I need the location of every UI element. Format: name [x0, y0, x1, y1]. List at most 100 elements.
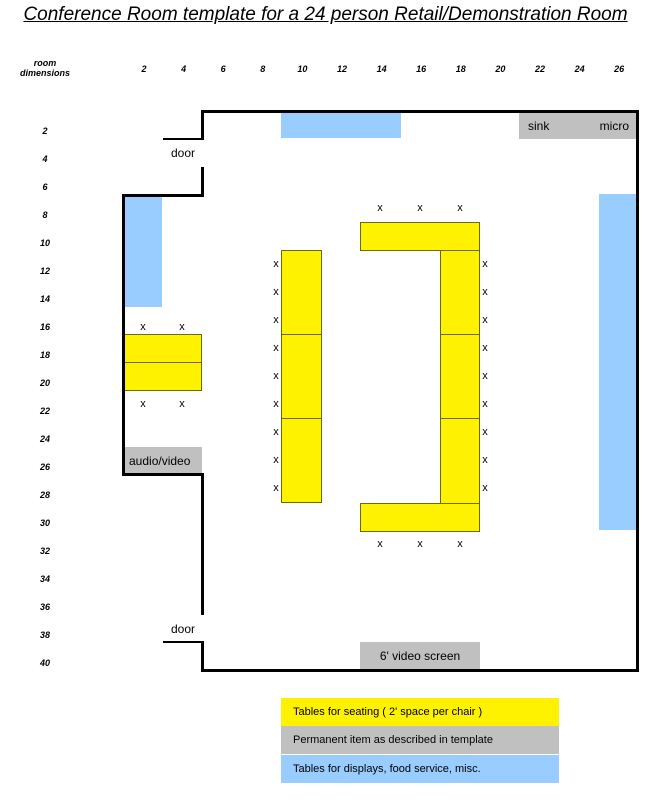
door-label-top: door — [171, 146, 196, 160]
legend-permanent: Permanent item as described in template — [281, 726, 559, 754]
seating-table — [440, 334, 480, 419]
column-label: 12 — [336, 64, 347, 74]
row-label: 26 — [39, 462, 50, 472]
wall-segment — [201, 473, 204, 615]
chair-marker: x — [482, 286, 488, 298]
wall-segment — [122, 473, 204, 476]
chair-marker: x — [417, 202, 423, 214]
chair-marker: x — [179, 321, 185, 333]
legend-seating: Tables for seating ( 2' space per chair … — [281, 698, 559, 726]
seating-table — [123, 362, 202, 391]
row-label: 36 — [39, 602, 50, 612]
chair-marker: x — [273, 370, 279, 382]
seating-table — [440, 250, 480, 335]
wall-right — [636, 110, 639, 672]
wall-segment — [201, 167, 204, 196]
row-label: 16 — [39, 322, 50, 332]
seating-table — [440, 418, 480, 504]
row-label: 30 — [39, 518, 50, 528]
chair-marker: x — [482, 370, 488, 382]
row-label: 34 — [39, 574, 50, 584]
column-label: 24 — [574, 64, 585, 74]
chair-marker: x — [273, 258, 279, 270]
chair-marker: x — [140, 398, 146, 410]
chair-marker: x — [273, 454, 279, 466]
chair-marker: x — [417, 538, 423, 550]
legend-displays: Tables for displays, food service, misc. — [281, 755, 559, 783]
row-label: 14 — [39, 294, 50, 304]
sink-micro-counter: sink micro — [519, 112, 637, 139]
micro-label: micro — [599, 118, 629, 133]
column-label: 16 — [416, 64, 427, 74]
wall-segment — [201, 110, 204, 140]
chair-marker: x — [482, 454, 488, 466]
seating-table — [360, 503, 480, 532]
row-label: 12 — [39, 266, 50, 276]
seating-table — [281, 418, 322, 503]
chair-marker: x — [273, 286, 279, 298]
row-label: 18 — [39, 350, 50, 360]
chair-marker: x — [457, 538, 463, 550]
door-label-bottom: door — [171, 622, 196, 636]
column-label: 18 — [455, 64, 466, 74]
row-label: 20 — [39, 378, 50, 388]
display-table-left — [124, 196, 162, 307]
audio-video-cabinet: audio/video — [124, 447, 202, 474]
display-table-right — [599, 194, 637, 530]
chair-marker: x — [179, 398, 185, 410]
chair-marker: x — [377, 202, 383, 214]
title-emphasis: Retail/Demonstration Room — [394, 4, 628, 25]
chair-marker: x — [273, 398, 279, 410]
row-label: 8 — [42, 210, 48, 220]
row-label: 2 — [42, 126, 48, 136]
sink-label: sink — [528, 118, 550, 133]
column-label: 20 — [495, 64, 506, 74]
video-screen: 6' video screen — [360, 642, 480, 670]
chair-marker: x — [273, 482, 279, 494]
display-table-top — [281, 111, 401, 138]
column-label: 8 — [260, 64, 266, 74]
door-jamb — [163, 138, 203, 140]
wall-segment — [201, 641, 204, 672]
column-label: 26 — [614, 64, 625, 74]
chair-marker: x — [377, 538, 383, 550]
row-label: 28 — [39, 490, 50, 500]
wall-bottom — [202, 669, 639, 672]
chair-marker: x — [273, 426, 279, 438]
column-label: 10 — [297, 64, 308, 74]
chair-marker: x — [140, 321, 146, 333]
door-jamb — [163, 641, 203, 643]
row-label: 24 — [39, 434, 50, 444]
wall-left — [122, 194, 125, 475]
chair-marker: x — [482, 426, 488, 438]
chair-marker: x — [482, 314, 488, 326]
chair-marker: x — [482, 482, 488, 494]
corner-label-2: dimensions — [19, 68, 70, 78]
chair-marker: x — [482, 342, 488, 354]
corner-label-1: room — [33, 58, 57, 68]
wall-segment — [122, 194, 204, 197]
row-label: 22 — [39, 406, 50, 416]
seating-table — [360, 222, 480, 251]
chair-marker: x — [482, 258, 488, 270]
row-label: 6 — [42, 182, 48, 192]
title-text: Conference Room template for a 24 person — [23, 4, 395, 25]
row-label: 32 — [39, 546, 50, 556]
chair-marker: x — [273, 342, 279, 354]
chair-marker: x — [273, 314, 279, 326]
chair-marker: x — [457, 202, 463, 214]
column-label: 6 — [220, 64, 226, 74]
wall-top — [202, 110, 639, 113]
column-label: 2 — [141, 64, 147, 74]
seating-table — [281, 250, 322, 335]
row-label: 40 — [39, 658, 50, 668]
page-title: Conference Room template for a 24 person… — [0, 4, 651, 26]
row-label: 4 — [42, 154, 48, 164]
column-label: 14 — [376, 64, 387, 74]
row-label: 38 — [39, 630, 50, 640]
row-label: 10 — [39, 238, 50, 248]
column-label: 22 — [534, 64, 545, 74]
column-label: 4 — [181, 64, 187, 74]
